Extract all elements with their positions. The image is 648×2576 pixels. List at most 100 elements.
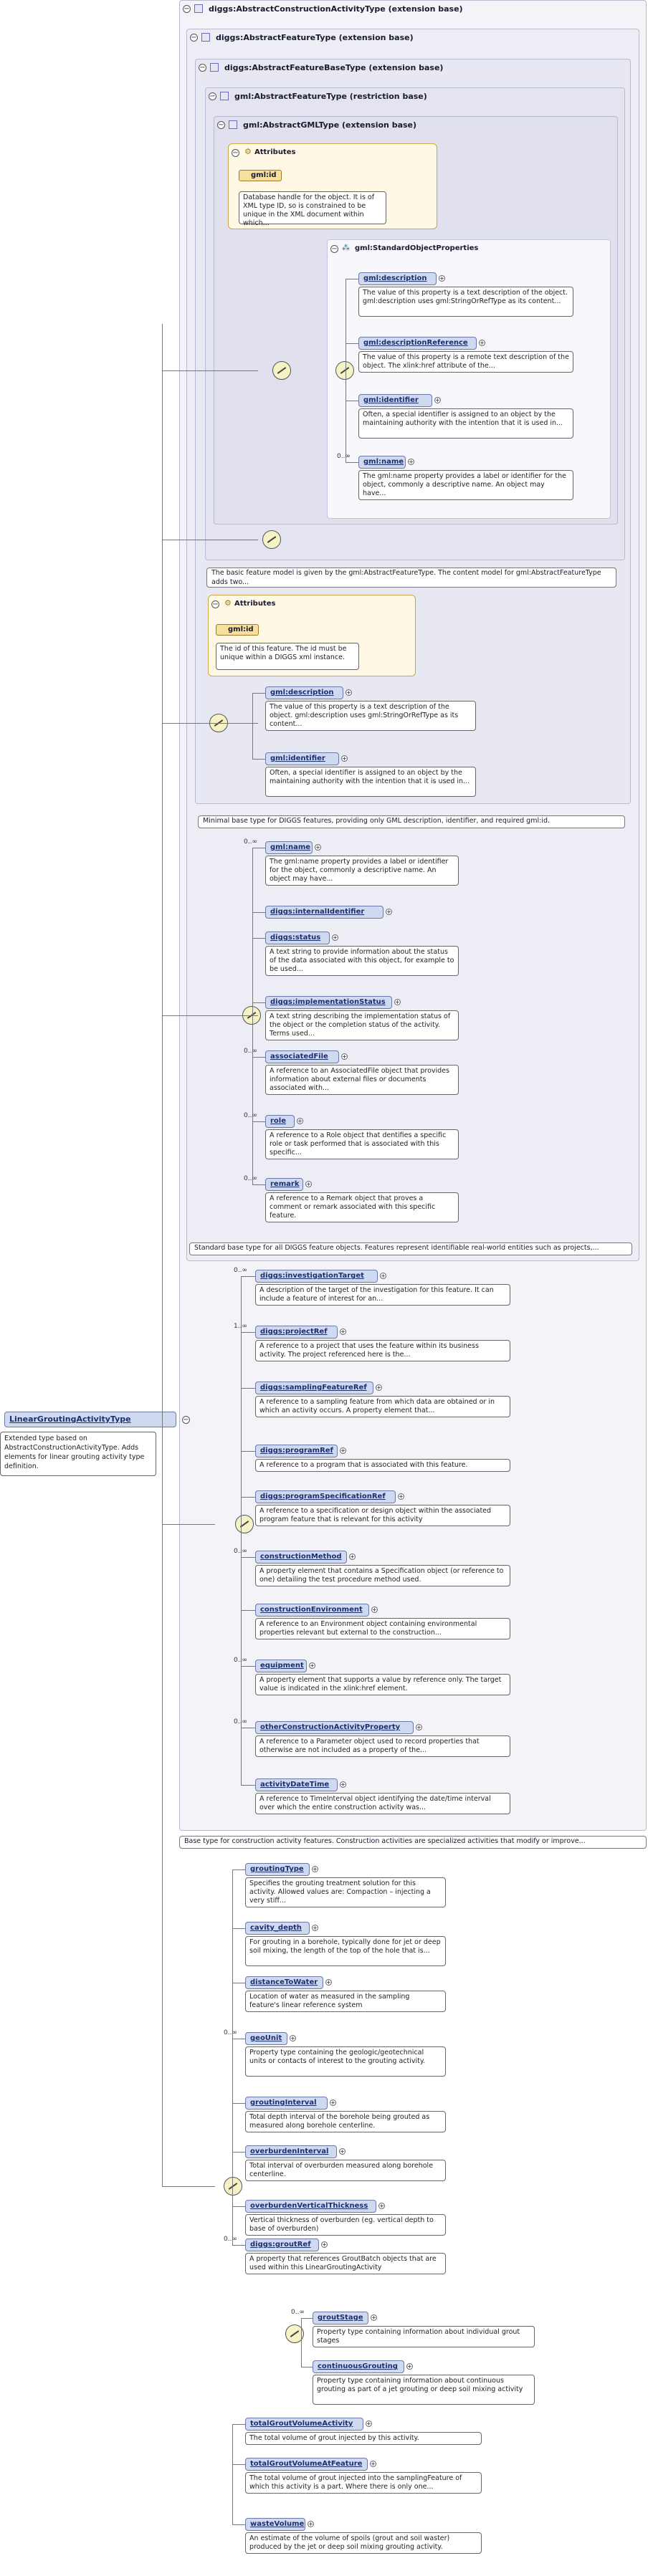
expand-icon[interactable]: + xyxy=(346,689,352,696)
element-box[interactable]: gml:identifier xyxy=(265,752,339,765)
expand-icon[interactable]: + xyxy=(297,1118,303,1124)
expand-icon[interactable]: + xyxy=(378,2203,385,2209)
element-box[interactable]: continuousGrouting xyxy=(313,2360,404,2373)
expand-icon[interactable]: + xyxy=(349,1553,356,1560)
expand-icon[interactable]: + xyxy=(341,755,348,762)
collapse-toggle[interactable]: − xyxy=(211,600,219,608)
element-box[interactable]: totalGroutVolumeAtFeature xyxy=(245,2458,368,2471)
expand-icon[interactable]: + xyxy=(434,397,441,403)
element-name: equipment xyxy=(260,1662,304,1670)
element-name: continuousGrouting xyxy=(318,2362,398,2370)
element-box[interactable]: groutStage xyxy=(313,2312,368,2324)
expand-icon[interactable]: + xyxy=(315,844,321,851)
expand-icon[interactable]: + xyxy=(341,1053,348,1060)
element-box[interactable]: diggs:status xyxy=(265,932,330,944)
connector-line xyxy=(232,2245,245,2246)
element-box[interactable]: activityDateTime xyxy=(255,1778,338,1791)
expand-icon[interactable]: + xyxy=(371,1607,378,1613)
expand-icon[interactable]: + xyxy=(340,1447,346,1454)
collapse-toggle[interactable]: − xyxy=(330,245,338,253)
expand-icon[interactable]: + xyxy=(376,1384,382,1391)
element-box[interactable]: gml:name xyxy=(358,456,406,469)
element-box[interactable]: diggs:programSpecificationRef xyxy=(255,1490,396,1503)
element-box[interactable]: diggs:internalIdentifier xyxy=(265,906,383,919)
expand-icon[interactable]: + xyxy=(340,1781,346,1788)
expand-icon[interactable]: + xyxy=(330,2099,336,2106)
collapse-toggle[interactable]: − xyxy=(190,34,198,42)
element-box[interactable]: remark xyxy=(265,1178,303,1191)
expand-icon[interactable]: + xyxy=(309,1662,315,1669)
element-box[interactable]: diggs:investigationTarget xyxy=(255,1270,378,1283)
collapse-toggle[interactable]: − xyxy=(232,149,239,157)
sequence-compositor-icon[interactable] xyxy=(335,361,354,380)
root-element-box[interactable]: LinearGroutingActivityType xyxy=(4,1412,176,1427)
expand-icon[interactable]: + xyxy=(380,1273,386,1279)
element-box[interactable]: groutingType xyxy=(245,1863,310,1876)
expand-icon[interactable]: + xyxy=(366,2421,372,2427)
expand-icon[interactable]: + xyxy=(371,2314,377,2321)
element-doc: A reference to TimeInterval object ident… xyxy=(255,1793,510,1814)
element-box[interactable]: associatedFile xyxy=(265,1050,339,1063)
element-name: gml:name xyxy=(270,843,311,851)
element-box[interactable]: equipment xyxy=(255,1660,307,1672)
element-box[interactable]: constructionEnvironment xyxy=(255,1604,369,1617)
element-box[interactable]: groutingInterval xyxy=(245,2097,328,2110)
expand-icon[interactable]: + xyxy=(308,2521,314,2527)
element-box[interactable]: geoUnit xyxy=(245,2032,287,2045)
gml-id-label: gml:id xyxy=(228,626,254,633)
expand-icon[interactable]: + xyxy=(386,909,392,915)
type-icon xyxy=(210,63,219,72)
expand-icon[interactable]: + xyxy=(406,2363,413,2370)
sequence-compositor-icon[interactable] xyxy=(262,530,281,549)
element-box[interactable]: role xyxy=(265,1115,295,1128)
expand-icon[interactable]: + xyxy=(398,1493,404,1500)
expand-icon[interactable]: + xyxy=(340,1328,346,1335)
expand-icon[interactable]: + xyxy=(321,2241,328,2248)
collapse-toggle[interactable]: − xyxy=(217,121,225,129)
expand-icon[interactable]: + xyxy=(312,1925,318,1931)
expand-icon[interactable]: + xyxy=(416,1724,422,1730)
expand-icon[interactable]: + xyxy=(479,340,485,346)
sequence-compositor-icon[interactable] xyxy=(224,2177,242,2196)
collapse-toggle[interactable]: − xyxy=(199,64,206,72)
element-box[interactable]: gml:identifier xyxy=(358,394,432,407)
element-box[interactable]: diggs:projectRef xyxy=(255,1326,338,1339)
sequence-compositor-icon[interactable] xyxy=(235,1515,254,1533)
element-box[interactable]: wasteVolume xyxy=(245,2518,305,2531)
expand-icon[interactable]: + xyxy=(290,2035,296,2041)
expand-icon[interactable]: + xyxy=(370,2461,376,2467)
collapse-toggle[interactable]: − xyxy=(183,5,191,13)
element-box[interactable]: diggs:implementationStatus xyxy=(265,996,392,1009)
element-box[interactable]: overburdenInterval xyxy=(245,2145,337,2158)
element-box[interactable]: gml:name xyxy=(265,841,313,854)
element-box[interactable]: overburdenVerticalThickness xyxy=(245,2200,376,2213)
element-box[interactable]: gml:descriptionReference xyxy=(358,337,477,350)
gml-id-attribute[interactable]: gml:id xyxy=(216,624,259,636)
element-name: distanceToWater xyxy=(250,1978,318,1986)
expand-icon[interactable]: + xyxy=(439,275,445,282)
collapse-toggle[interactable]: − xyxy=(209,92,216,100)
element-box[interactable]: cavity_depth xyxy=(245,1922,310,1935)
element-box[interactable]: diggs:groutRef xyxy=(245,2239,319,2251)
expand-icon[interactable]: + xyxy=(394,999,401,1005)
expand-icon[interactable]: + xyxy=(312,1866,318,1872)
element-box[interactable]: distanceToWater xyxy=(245,1976,323,1989)
expand-icon[interactable]: + xyxy=(408,459,414,465)
expand-icon[interactable]: + xyxy=(339,2148,346,2155)
gml-id-attribute[interactable]: gml:id xyxy=(239,170,282,181)
type-icon xyxy=(220,92,229,100)
element-box[interactable]: diggs:samplingFeatureRef xyxy=(255,1382,373,1394)
expand-icon[interactable]: + xyxy=(305,1181,312,1187)
element-box[interactable]: gml:description xyxy=(265,686,343,699)
collapse-toggle[interactable]: − xyxy=(182,1416,190,1424)
element-box[interactable]: totalGroutVolumeActivity xyxy=(245,2418,363,2431)
sequence-compositor-icon[interactable] xyxy=(272,361,291,380)
element-box[interactable]: constructionMethod xyxy=(255,1551,347,1564)
expand-icon[interactable]: + xyxy=(325,1979,332,1986)
element-box[interactable]: otherConstructionActivityProperty xyxy=(255,1721,414,1734)
expand-icon[interactable]: + xyxy=(332,934,338,941)
root-spine xyxy=(162,324,163,2187)
element-box[interactable]: gml:description xyxy=(358,272,437,285)
choice-compositor-icon[interactable] xyxy=(285,2324,304,2343)
element-box[interactable]: diggs:programRef xyxy=(255,1445,338,1457)
